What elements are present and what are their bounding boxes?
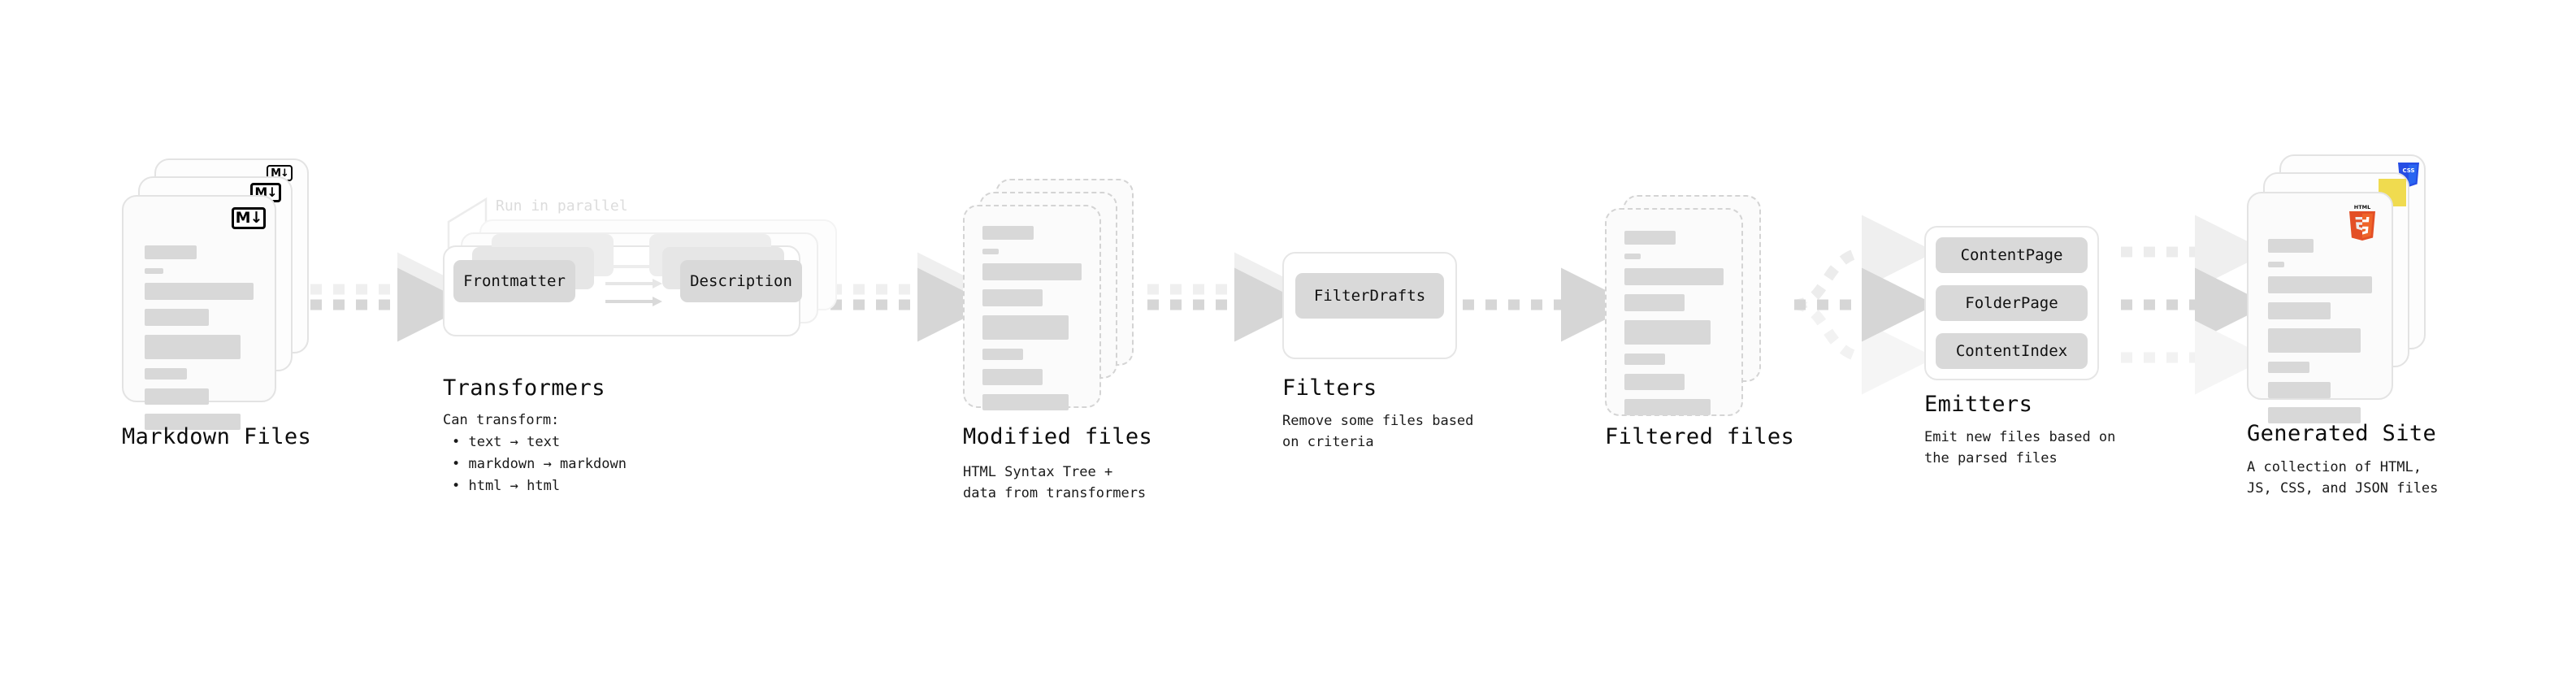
- content-bar: [145, 309, 210, 326]
- content-bar: [145, 268, 163, 274]
- markdown-card-front: M↓: [122, 195, 276, 430]
- content-bar: [145, 335, 241, 359]
- run-in-parallel-label: Run in parallel: [496, 197, 628, 215]
- content-bar: [2268, 362, 2310, 373]
- html5-badge: HTML: [2349, 204, 2375, 241]
- transformers-list-0: • text → text: [452, 434, 561, 450]
- content-bar: [1624, 354, 1666, 365]
- emitters-subtitle: Emit new files based on the parsed files: [1924, 429, 2116, 467]
- chip-filterdrafts[interactable]: FilterDrafts: [1295, 273, 1444, 319]
- filters-title: Filters: [1282, 375, 1377, 401]
- transformers-list-1: • markdown → markdown: [452, 456, 627, 472]
- content-bar: [982, 369, 1043, 385]
- content-bar: [1624, 268, 1724, 285]
- run-in-parallel-leader: [447, 197, 488, 248]
- content-bar: [2268, 276, 2372, 293]
- content-bar: [2268, 328, 2361, 353]
- emitters-title: Emitters: [1924, 392, 2033, 417]
- svg-text:CSS: CSS: [2402, 167, 2414, 174]
- chip-frontmatter[interactable]: Frontmatter: [453, 260, 575, 302]
- content-bar: [1624, 374, 1685, 390]
- content-bar: [1624, 254, 1641, 259]
- markdown-card-content: [145, 245, 254, 439]
- modified-files-subtitle: HTML Syntax Tree + data from transformer…: [963, 464, 1147, 502]
- content-bar: [1624, 294, 1685, 311]
- filtered-files-title: Filtered files: [1605, 424, 1795, 449]
- markdown-files-title: Markdown Files: [122, 424, 312, 449]
- connector-filtered-to-emitters: [1793, 215, 1936, 395]
- transformer-inner-arrows: [605, 262, 662, 306]
- content-bar: [1624, 320, 1711, 345]
- content-bar: [982, 226, 1034, 240]
- transformers-list-2: • html → html: [452, 478, 561, 494]
- site-card-front: HTML: [2247, 192, 2393, 423]
- filtered-card-content: [1624, 231, 1724, 424]
- chip-description[interactable]: Description: [680, 260, 802, 302]
- modified-card-front: [963, 205, 1101, 410]
- chip-folderpage[interactable]: FolderPage: [1936, 285, 2088, 321]
- connector-md-to-transformers: [310, 252, 471, 342]
- content-bar: [2268, 239, 2314, 253]
- content-bar: [145, 368, 188, 380]
- content-bar: [982, 249, 999, 254]
- content-bar: [145, 388, 210, 405]
- content-bar: [145, 414, 241, 430]
- chip-contentindex[interactable]: ContentIndex: [1936, 333, 2088, 369]
- content-bar: [2268, 382, 2331, 398]
- content-bar: [982, 289, 1043, 306]
- site-card-content: [2268, 239, 2372, 432]
- filtered-card-front: [1605, 208, 1743, 416]
- content-bar: [2268, 262, 2285, 267]
- content-bar: [1624, 399, 1711, 415]
- content-bar: [145, 283, 254, 300]
- content-bar: [145, 245, 197, 259]
- content-bar: [982, 315, 1069, 340]
- content-bar: [1624, 231, 1676, 245]
- generated-site-title: Generated Site: [2247, 421, 2437, 446]
- modified-files-title: Modified files: [963, 424, 1153, 449]
- markdown-badge-back: M↓: [267, 165, 293, 181]
- connector-emitters-to-site: [2121, 215, 2269, 395]
- svg-text:HTML: HTML: [2354, 204, 2370, 210]
- connector-modified-to-filters: [1147, 252, 1308, 342]
- content-bar: [982, 394, 1069, 410]
- transformers-title: Transformers: [443, 375, 605, 401]
- content-bar: [982, 349, 1024, 360]
- markdown-badge: M↓: [232, 207, 266, 229]
- content-bar: [982, 263, 1082, 280]
- chip-contentpage[interactable]: ContentPage: [1936, 237, 2088, 273]
- generated-site-subtitle: A collection of HTML, JS, CSS, and JSON …: [2247, 459, 2439, 497]
- modified-card-content: [982, 226, 1082, 419]
- content-bar: [2268, 302, 2331, 319]
- transformers-subtitle: Can transform:: [443, 412, 560, 428]
- filters-subtitle: Remove some files based on criteria: [1282, 413, 1474, 451]
- content-bar: [2268, 407, 2361, 423]
- connector-transformers-to-modified: [830, 252, 991, 342]
